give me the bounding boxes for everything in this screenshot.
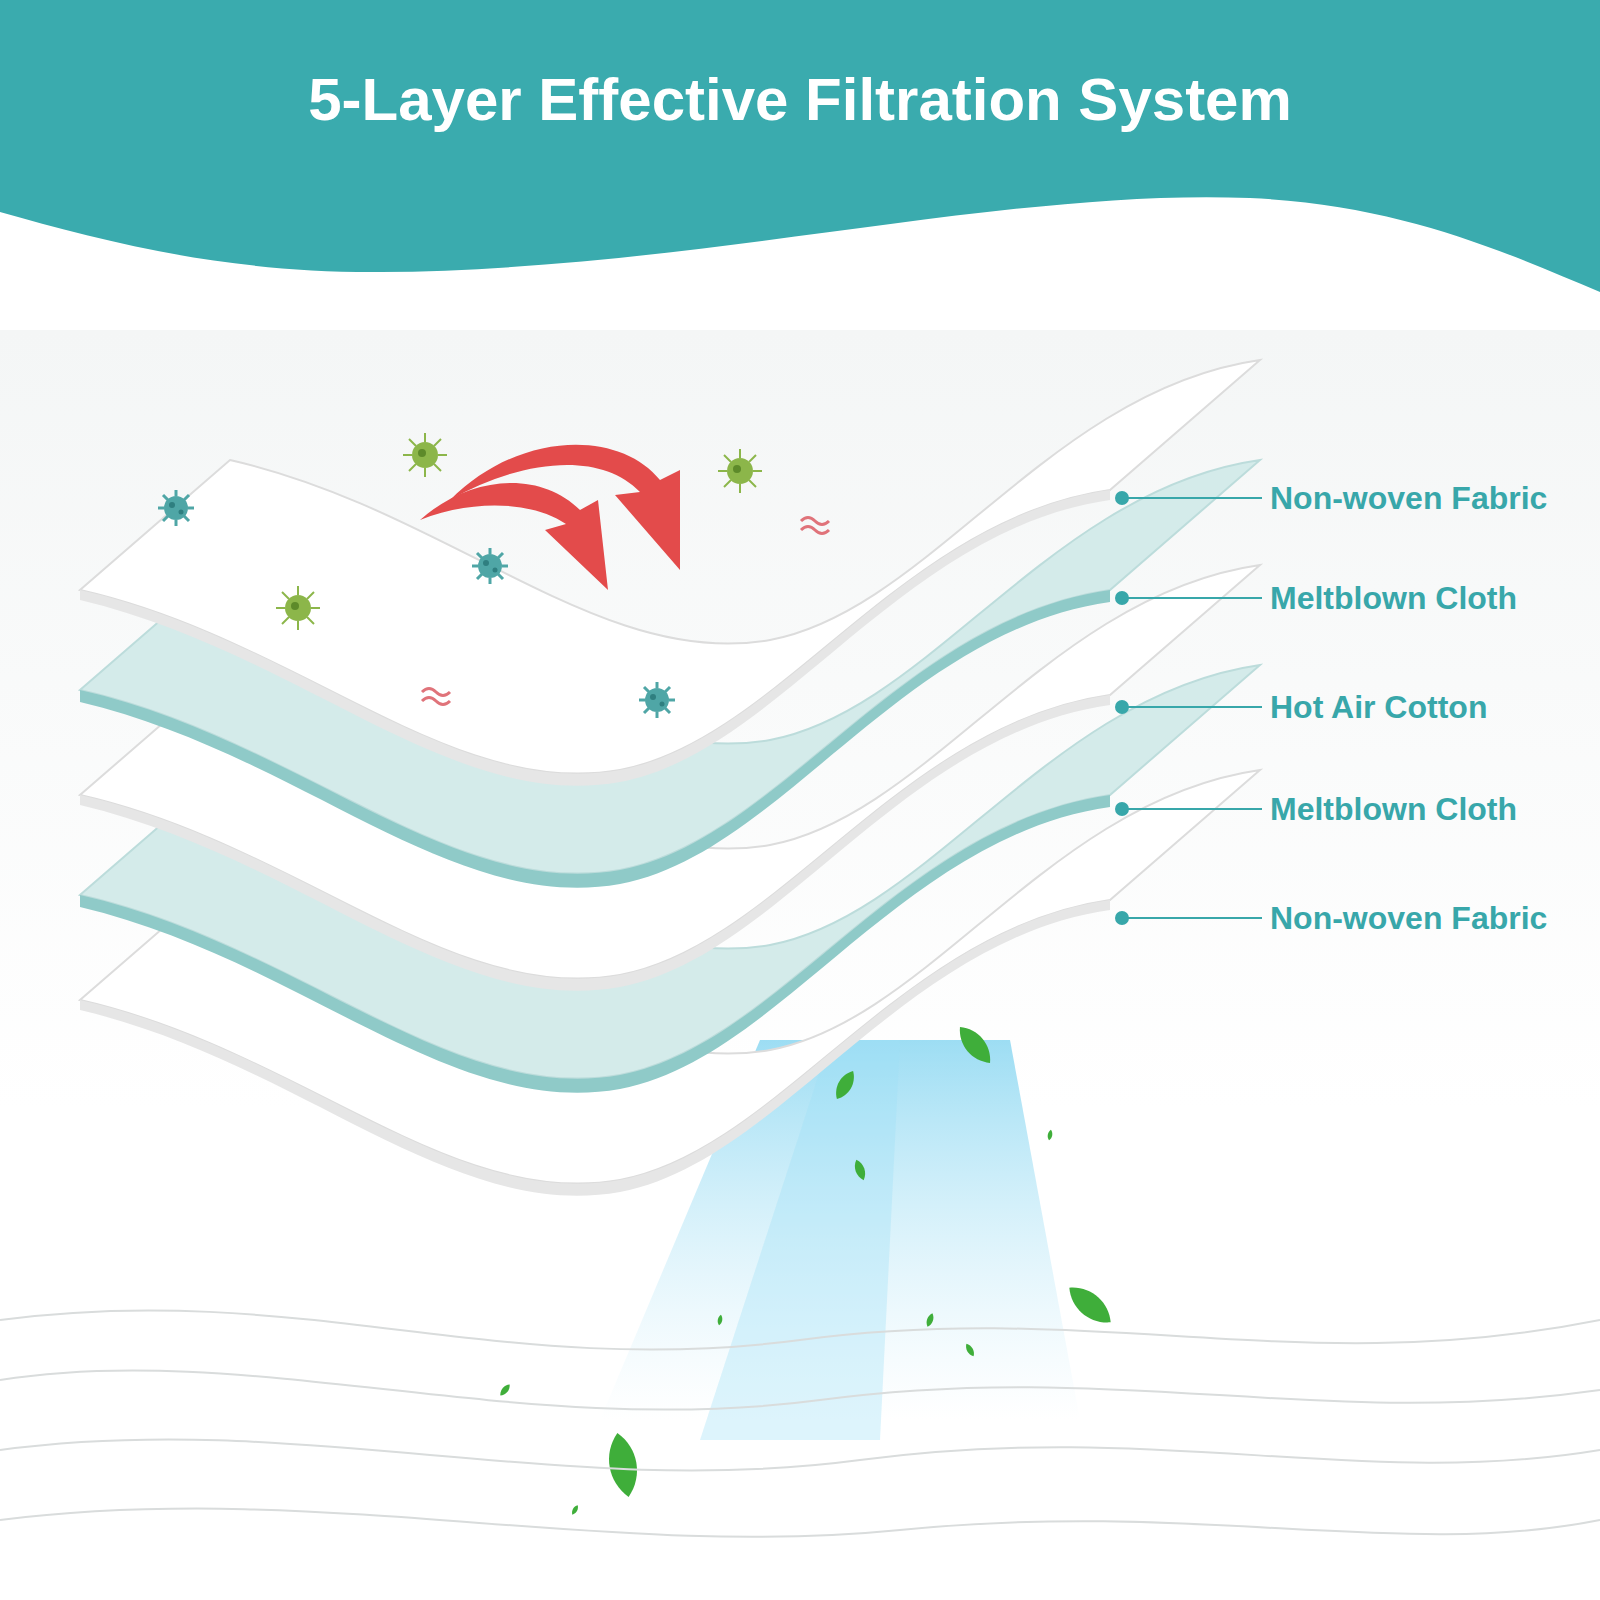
layer-label: Hot Air Cotton [1270,687,1487,727]
layer-label: Non-woven Fabric [1270,898,1547,938]
layer-label: Meltblown Cloth [1270,789,1517,829]
layer-label: Meltblown Cloth [1270,578,1517,618]
layer-label: Non-woven Fabric [1270,478,1547,518]
header-title: 5-Layer Effective Filtration System [0,62,1600,138]
